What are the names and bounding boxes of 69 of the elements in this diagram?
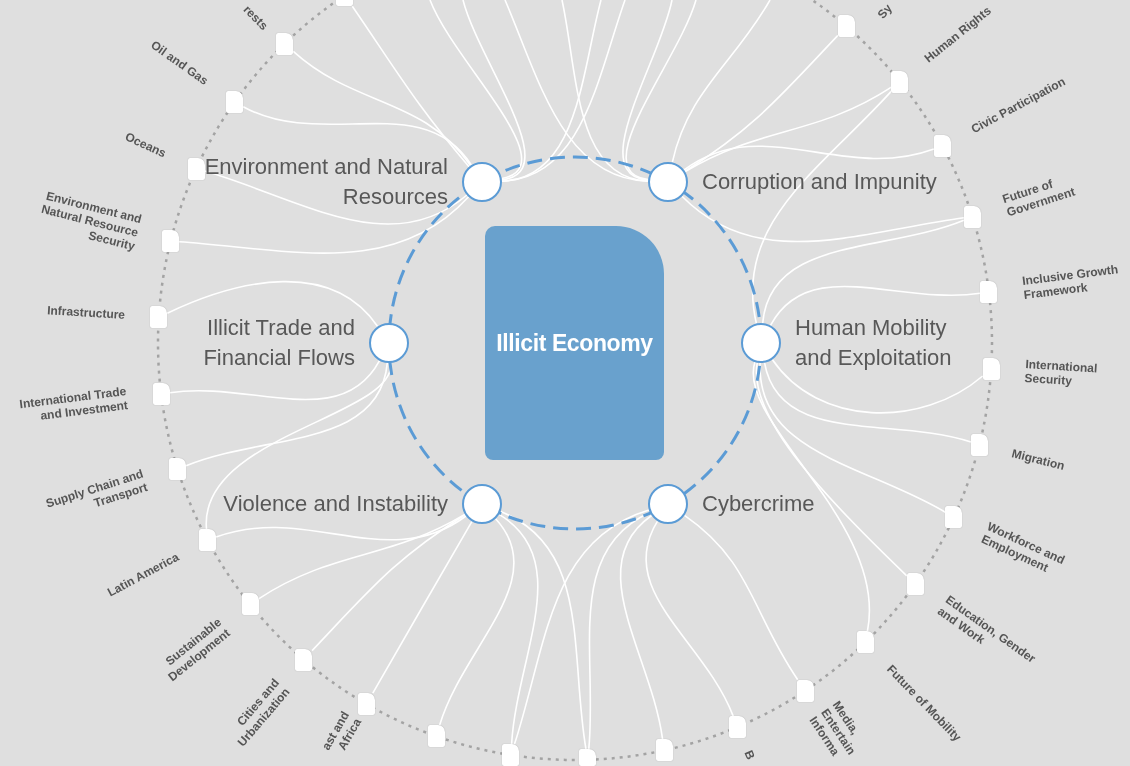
connector-line <box>462 0 526 181</box>
ring-node <box>226 91 244 113</box>
ring-node <box>906 573 924 595</box>
ring-node <box>152 383 170 406</box>
ring-node <box>837 15 855 38</box>
hub-label: Human Mobility and Exploitation <box>795 314 953 372</box>
connector-line <box>763 361 972 443</box>
connector-line <box>438 517 515 727</box>
connector-line <box>683 514 799 681</box>
ring-node <box>963 205 981 228</box>
topic-label: Oil and Gas <box>148 38 211 89</box>
topic-label: Inclusive Growth Framework <box>1020 260 1120 302</box>
ring-node <box>945 506 963 529</box>
ring-node <box>933 134 951 157</box>
ring-node <box>796 679 814 702</box>
connector-line <box>681 195 965 243</box>
connector-line <box>761 219 965 324</box>
ring-node <box>241 593 259 616</box>
ring-node <box>162 230 180 253</box>
connector-line <box>752 361 871 633</box>
hub-label: Illicit Trade and Financial Flows <box>202 314 355 372</box>
connector-line <box>292 50 472 167</box>
connector-line <box>513 509 650 745</box>
ring-node <box>169 458 187 481</box>
connector-line <box>622 0 673 181</box>
center-title: Illicit Economy <box>496 329 653 357</box>
ring-node <box>276 32 294 55</box>
ring-node <box>336 0 354 7</box>
hub-label: Cybercrime <box>702 490 815 519</box>
connector-line <box>625 0 697 181</box>
topic-label: B <box>741 748 758 762</box>
ring-node <box>728 716 746 739</box>
connector-line <box>755 361 908 577</box>
ring-node <box>199 529 217 552</box>
ring-node <box>655 739 673 762</box>
ring-node <box>187 157 205 180</box>
ring-node <box>970 433 988 456</box>
connector-line <box>771 358 984 414</box>
topic-label: International Security <box>1024 356 1099 390</box>
connector-line <box>178 195 470 254</box>
ring-node <box>150 306 168 329</box>
connector-line <box>751 90 893 325</box>
connector-line <box>683 145 935 171</box>
connector-line <box>498 513 539 745</box>
connector-line <box>619 514 664 741</box>
ring-node <box>427 725 445 748</box>
hub-label: Environment and Natural Resources <box>203 152 448 211</box>
ring-node <box>891 70 909 93</box>
hub-label: Violence and Instability <box>223 490 448 519</box>
topic-label: Infrastructure <box>46 303 126 323</box>
connector-line <box>759 362 947 513</box>
ring-node <box>980 280 998 303</box>
center-box <box>485 226 664 460</box>
connector-line <box>185 362 389 467</box>
ring-node <box>579 748 597 766</box>
connector-line <box>351 5 470 168</box>
ring-node <box>502 744 520 766</box>
connector-line <box>671 0 771 164</box>
ring-node <box>982 357 1000 380</box>
hub-label: Corruption and Impunity <box>702 167 937 196</box>
ring-node <box>856 631 874 654</box>
topic-label: Sy <box>874 1 895 22</box>
connector-line <box>215 515 467 541</box>
connector-line <box>203 170 468 225</box>
connector-line <box>429 0 523 180</box>
topic-label: International Trade and Investment <box>18 384 130 425</box>
ring-node <box>295 648 313 671</box>
ring-node <box>357 693 375 716</box>
connector-line <box>684 34 839 173</box>
